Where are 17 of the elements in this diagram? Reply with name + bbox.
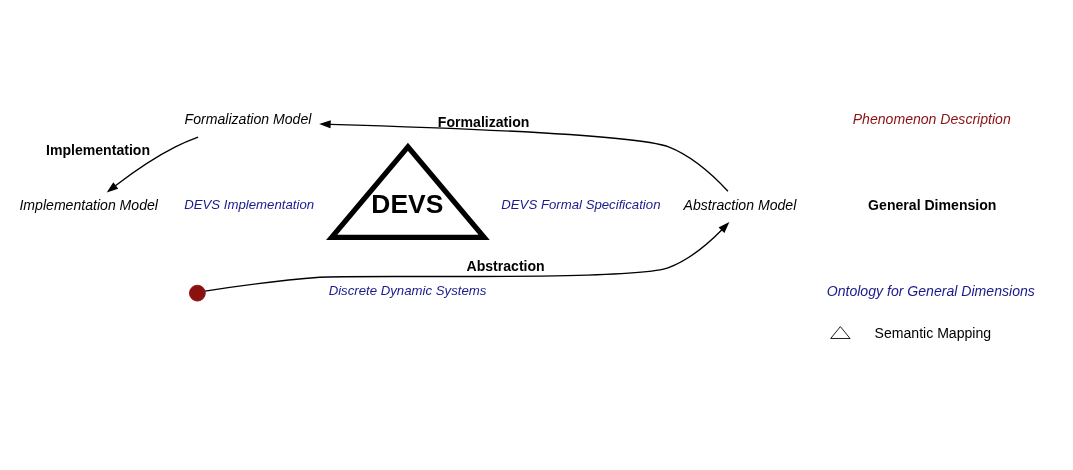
edge-label: Formalization xyxy=(437,113,530,130)
edge-label: Implementation xyxy=(45,142,151,159)
edge-label: Abstraction xyxy=(466,258,545,275)
node-label: DEVS Implementation xyxy=(184,197,315,213)
node-circle xyxy=(189,284,206,302)
node-text: Abstraction Model xyxy=(683,196,797,213)
arrow xyxy=(204,221,730,292)
node-text: Formalization Model xyxy=(184,110,312,127)
arrow xyxy=(319,120,729,192)
legend-label: General Dimension xyxy=(868,196,997,213)
arrow xyxy=(106,136,199,193)
legend-label: Semantic Mapping xyxy=(874,324,992,341)
legend-label: Phenomenon Description xyxy=(852,110,1011,127)
node-label: DEVS Formal Specification xyxy=(501,197,661,213)
legend-label: Ontology for General Dimensions xyxy=(826,282,1035,299)
node-text: Implementation Model xyxy=(19,196,158,213)
node-label: Discrete Dynamic Systems xyxy=(328,283,487,299)
